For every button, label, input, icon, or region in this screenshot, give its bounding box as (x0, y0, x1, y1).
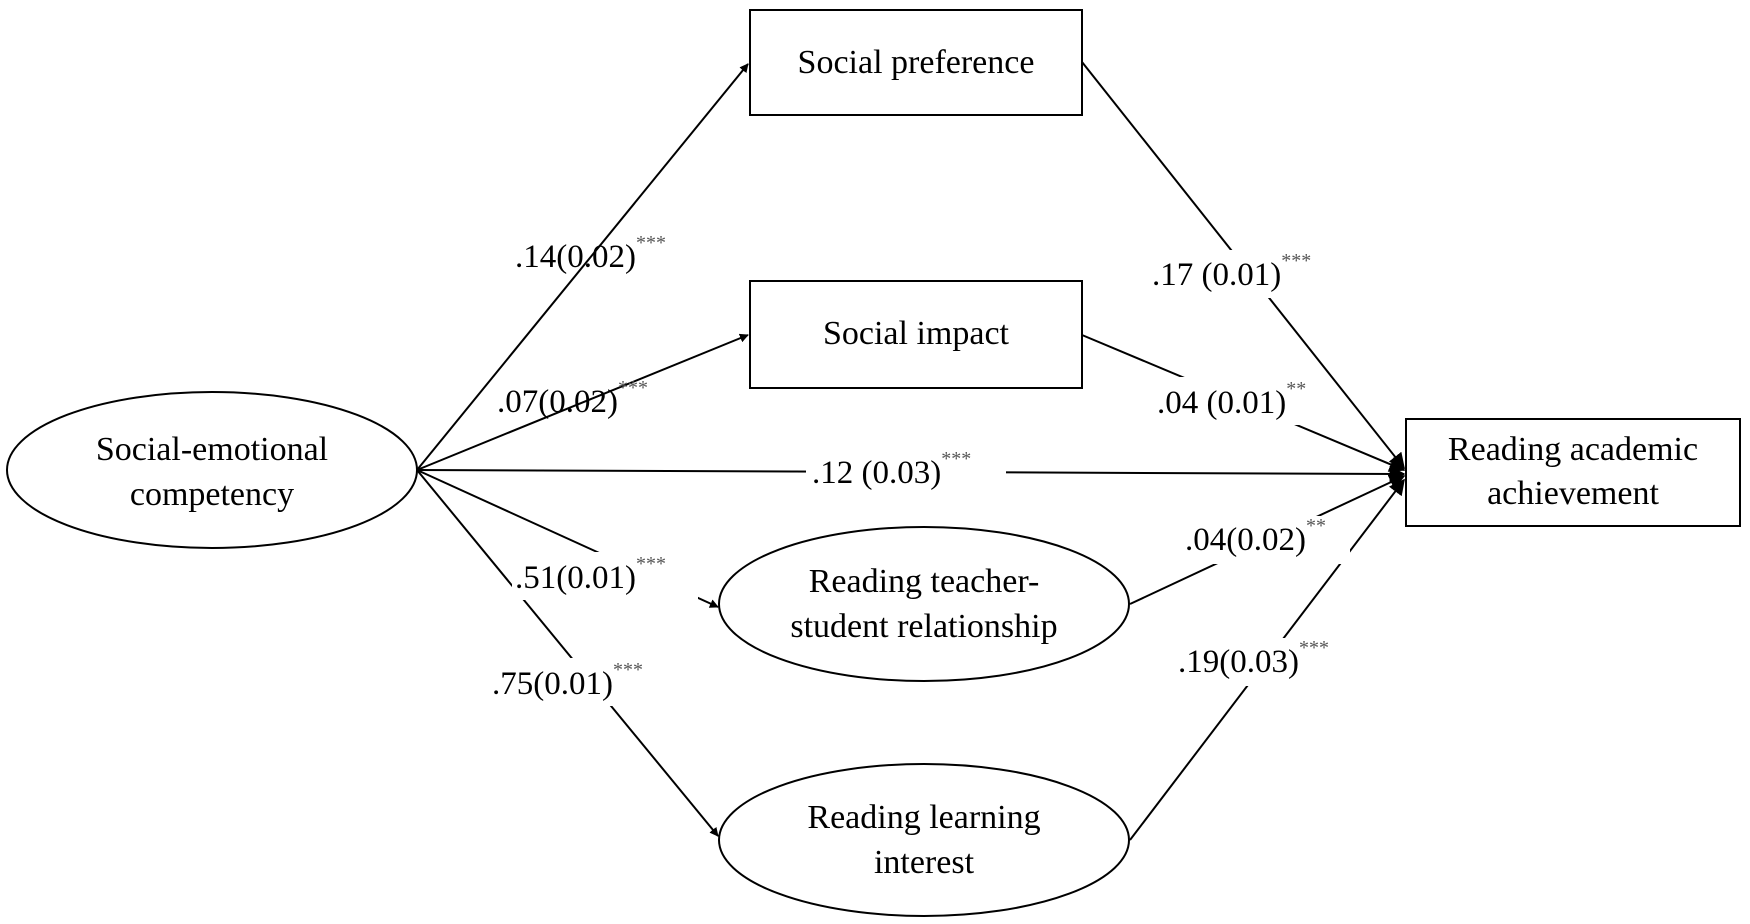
path-coefficient: .04 (0.01) (1157, 385, 1286, 421)
path-coefficient: .17 (0.01) (1152, 257, 1281, 293)
path-coefficient: .19(0.03) (1178, 644, 1299, 680)
node-label-line1: Reading academic (1448, 431, 1698, 468)
edge-label-interest-to-achievement: .19(0.03)*** (1175, 637, 1361, 686)
edge-label-sec-to-impact: .07(0.02)*** (497, 377, 648, 420)
svg-text:.51(0.01)***: .51(0.01)*** (515, 553, 666, 596)
svg-text:.07(0.02)***: .07(0.02)*** (497, 377, 648, 420)
significance-stars: *** (1281, 250, 1311, 272)
svg-text:.04(0.02)**: .04(0.02)** (1185, 515, 1326, 558)
significance-stars: *** (618, 377, 648, 399)
significance-stars: ** (1306, 515, 1326, 537)
path-line-sec-to-interest (416, 469, 719, 837)
svg-text:.75(0.01)***: .75(0.01)*** (492, 659, 643, 702)
path-coefficient: .04(0.02) (1185, 522, 1306, 558)
edge-label-sec-to-achievement: .12 (0.03)*** (806, 446, 1006, 491)
path-coefficient: .12 (0.03) (812, 455, 941, 491)
significance-stars: *** (941, 448, 971, 470)
significance-stars: *** (636, 553, 666, 575)
edge-label-sec-to-interest: .75(0.01)*** (490, 658, 676, 706)
node-social-preference: Social preference (749, 9, 1083, 116)
edge-label-sec-to-preference: .14(0.02)*** (515, 232, 666, 275)
significance-stars: *** (636, 232, 666, 254)
node-reading-teacher-student-relationship: Reading teacher- student relationship (718, 526, 1130, 682)
significance-stars: *** (1299, 637, 1329, 659)
node-label-line2: achievement (1487, 475, 1659, 512)
node-label: Social preference (798, 44, 1035, 81)
node-label-line2: competency (130, 476, 294, 513)
node-social-emotional-competency: Social-emotional competency (6, 391, 418, 549)
node-label-line2: student relationship (790, 608, 1057, 645)
significance-stars: *** (613, 659, 643, 681)
edge-label-impact-to-achievement: .04 (0.01)** (1154, 377, 1330, 425)
node-label-line2: interest (874, 844, 975, 881)
path-coefficient: .14(0.02) (515, 239, 636, 275)
node-label-line1: Reading teacher- (809, 563, 1040, 600)
path-line-sec-to-impact (416, 333, 749, 471)
path-line-sec-to-preference (416, 63, 749, 471)
svg-text:.17 (0.01)***: .17 (0.01)*** (1152, 250, 1311, 293)
path-coefficient: .07(0.02) (497, 384, 618, 420)
svg-text:.19(0.03)***: .19(0.03)*** (1178, 637, 1329, 680)
node-label-line1: Reading learning (807, 799, 1040, 836)
edge-label-preference-to-achievement: .17 (0.01)*** (1150, 250, 1340, 298)
node-label-line1: Social-emotional (96, 431, 328, 468)
node-reading-academic-achievement: Reading academic achievement (1405, 418, 1741, 527)
path-coefficient: .75(0.01) (492, 666, 613, 702)
edge-label-sec-to-teacher: .51(0.01)*** (512, 552, 698, 600)
significance-stars: ** (1286, 378, 1306, 400)
svg-text:.14(0.02)***: .14(0.02)*** (515, 232, 666, 275)
path-coefficient: .51(0.01) (515, 560, 636, 596)
node-label: Social impact (823, 315, 1010, 352)
node-social-impact: Social impact (749, 280, 1083, 389)
edge-label-teacher-to-achievement: .04(0.02)** (1182, 515, 1350, 564)
svg-text:.04 (0.01)**: .04 (0.01)** (1157, 378, 1306, 421)
node-reading-learning-interest: Reading learning interest (718, 763, 1130, 917)
svg-text:.12 (0.03)***: .12 (0.03)*** (812, 448, 971, 491)
